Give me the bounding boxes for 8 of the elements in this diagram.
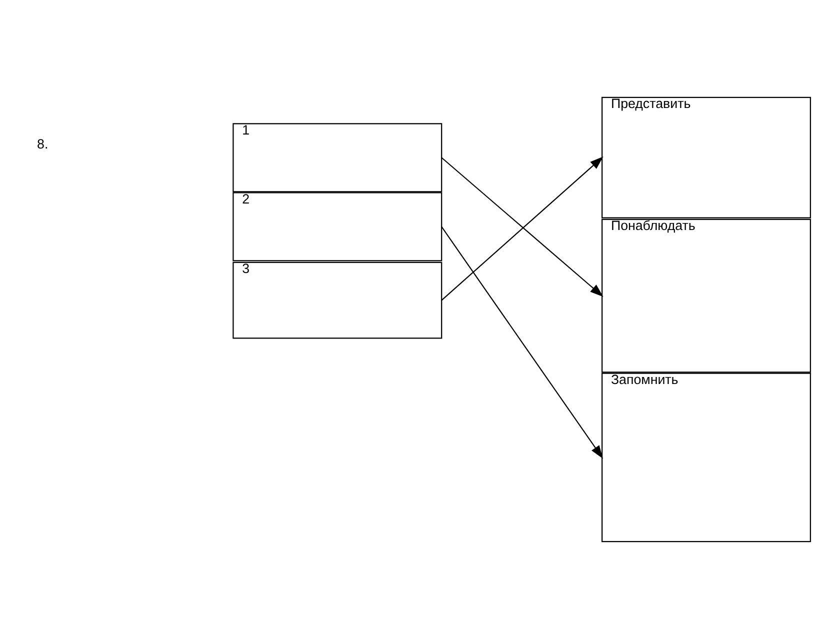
node-box: Запомнить bbox=[602, 372, 811, 542]
node-box: 3 bbox=[232, 262, 442, 339]
arrow bbox=[441, 226, 604, 459]
node-box: Понаблюдать bbox=[602, 218, 811, 373]
node-box: 1 bbox=[232, 123, 442, 192]
node-box: Представить bbox=[602, 96, 811, 218]
node-box: 2 bbox=[232, 192, 442, 262]
label: 8. bbox=[37, 136, 48, 152]
